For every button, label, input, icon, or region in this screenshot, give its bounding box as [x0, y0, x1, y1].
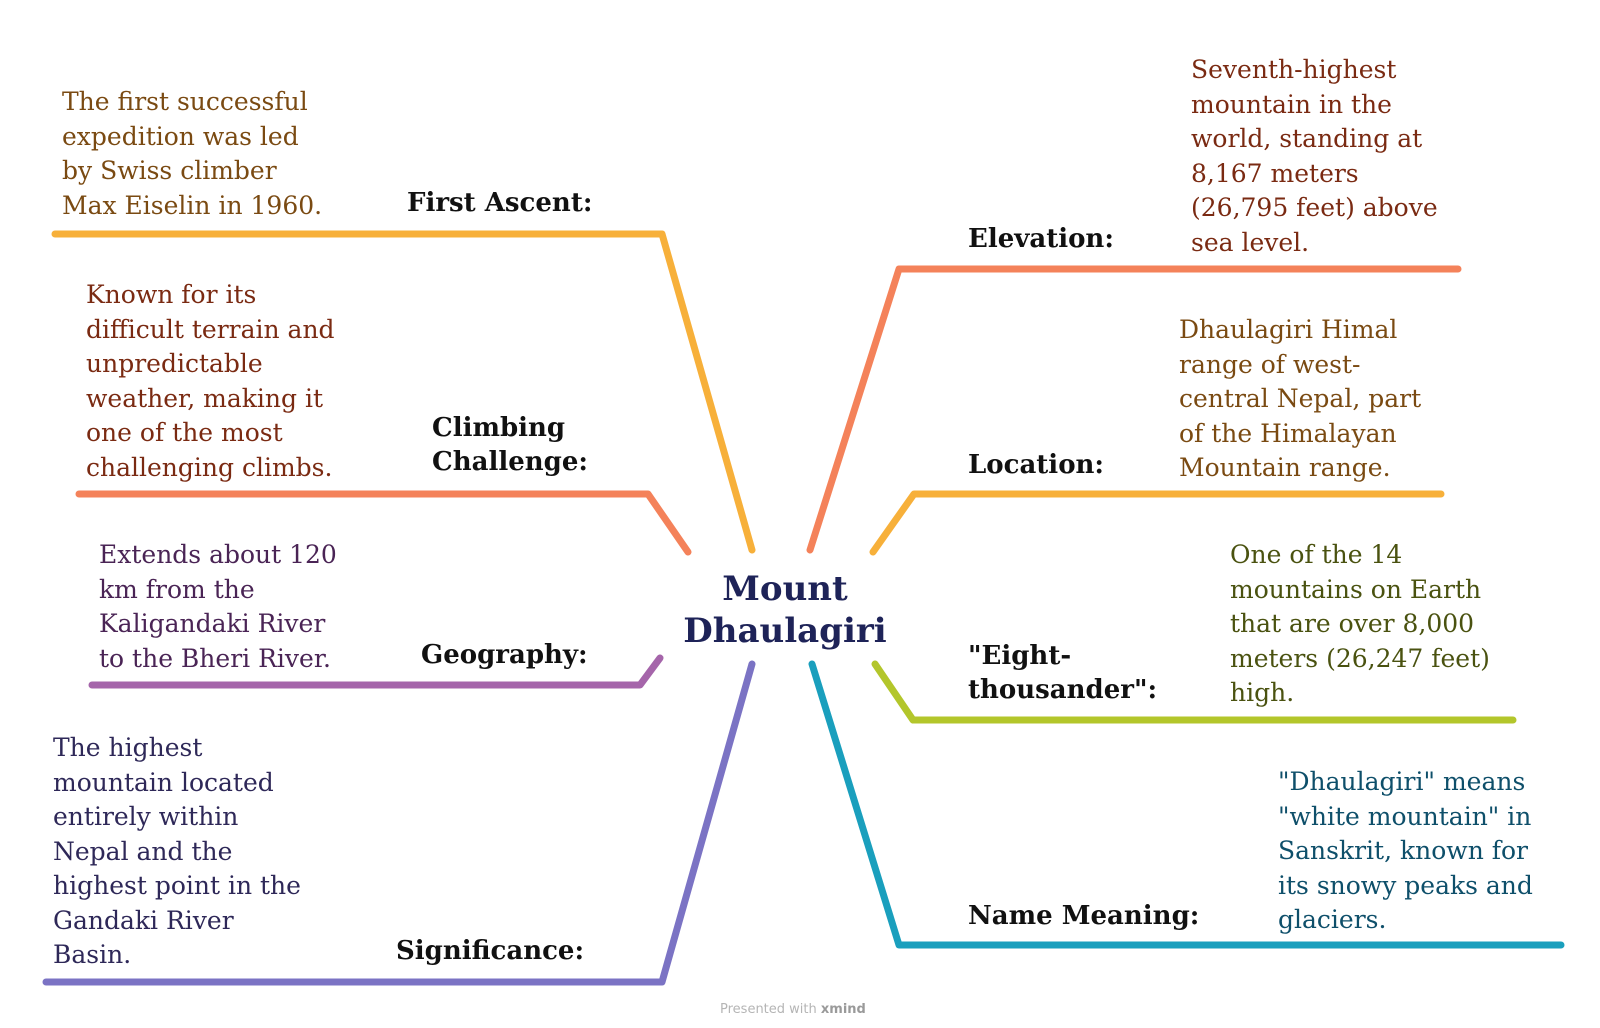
subtopic-line: km from the — [99, 574, 255, 604]
central-topic[interactable]: Mount Dhaulagiri — [680, 568, 890, 652]
subtopic-line: range of west- — [1179, 349, 1361, 379]
subtopic-elevation[interactable]: Seventh-highest mountain in the world, s… — [1191, 53, 1438, 260]
subtopic-line: sea level. — [1191, 227, 1310, 257]
subtopic-line: mountain in the — [1191, 89, 1392, 119]
topic-label: Geography: — [421, 640, 588, 670]
topic-label: Location: — [968, 450, 1105, 480]
subtopic-line: One of the 14 — [1230, 540, 1403, 569]
subtopic-line: mountain located — [53, 767, 274, 797]
subtopic-line: by Swiss climber — [62, 156, 277, 185]
branch-line-location — [869, 490, 1445, 556]
topic-elevation[interactable]: Elevation: — [968, 222, 1114, 256]
subtopic-name-meaning[interactable]: "Dhaulagiri" means "white mountain" in S… — [1278, 765, 1533, 938]
branch-line-climbing-challenge — [75, 490, 692, 556]
subtopic-line: meters (26,247 feet) — [1230, 643, 1490, 673]
footer-brand: xmind — [820, 1002, 866, 1017]
subtopic-line: 8,167 meters — [1191, 158, 1359, 188]
subtopic-line: The first successful — [62, 87, 308, 116]
subtopic-line: difficult terrain and — [86, 314, 335, 344]
subtopic-line: weather, making it — [86, 383, 323, 413]
branch-line-name-meaning — [808, 660, 1565, 949]
subtopic-line: unpredictable — [86, 349, 263, 378]
topic-label: Challenge: — [432, 447, 588, 477]
subtopic-line: to the Bheri River. — [99, 643, 331, 673]
subtopic-line: one of the most — [86, 418, 283, 447]
subtopic-line: of the Himalayan — [1179, 418, 1397, 448]
subtopic-line: Seventh-highest — [1191, 55, 1397, 84]
topic-label: Name Meaning: — [968, 901, 1200, 931]
branch-line-first-ascent — [51, 230, 756, 554]
topic-first-ascent[interactable]: First Ascent: — [407, 186, 592, 220]
subtopic-line: challenging climbs. — [86, 452, 333, 482]
subtopic-line: Known for its — [86, 280, 257, 309]
footer-credit[interactable]: Presented with xmind — [720, 1002, 890, 1017]
subtopic-line: high. — [1230, 678, 1295, 707]
subtopic-line: (26,795 feet) above — [1191, 193, 1438, 222]
central-topic-line: Dhaulagiri — [683, 611, 887, 651]
subtopic-line: central Nepal, part — [1179, 384, 1422, 413]
subtopic-significance[interactable]: The highest mountain located entirely wi… — [53, 731, 301, 973]
topic-label: thousander": — [968, 675, 1158, 705]
subtopic-line: Dhaulagiri Himal — [1179, 315, 1398, 344]
subtopic-line: glaciers. — [1278, 905, 1387, 934]
subtopic-line: Gandaki River — [53, 905, 234, 935]
footer-prefix: Presented with — [720, 1002, 817, 1017]
topic-label: First Ascent: — [407, 188, 593, 218]
subtopic-location[interactable]: Dhaulagiri Himal range of west- central … — [1179, 313, 1421, 486]
topic-eight-thousander[interactable]: "Eight- thousander": — [968, 639, 1157, 707]
subtopic-line: mountains on Earth — [1230, 574, 1482, 604]
topic-label: Significance: — [396, 936, 585, 966]
subtopic-line: Kaligandaki River — [99, 609, 326, 638]
branch-line-significance — [42, 660, 756, 986]
subtopic-line: Extends about 120 — [99, 540, 337, 569]
subtopic-line: world, standing at — [1191, 124, 1423, 153]
subtopic-line: Max Eiselin in 1960. — [62, 190, 323, 220]
subtopic-climbing-challenge[interactable]: Known for its difficult terrain and unpr… — [86, 278, 335, 485]
topic-climbing-challenge[interactable]: Climbing Challenge: — [432, 411, 588, 479]
subtopic-line: The highest — [53, 733, 203, 762]
subtopic-line: "Dhaulagiri" means — [1278, 767, 1526, 796]
subtopic-line: Mountain range. — [1179, 453, 1391, 482]
subtopic-line: Sanskrit, known for — [1278, 836, 1528, 865]
subtopic-line: expedition was led — [62, 121, 299, 151]
topic-label: "Eight- — [968, 641, 1072, 671]
subtopic-line: highest point in the — [53, 871, 301, 900]
topic-name-meaning[interactable]: Name Meaning: — [968, 899, 1199, 933]
subtopic-first-ascent[interactable]: The first successful expedition was led … — [62, 85, 322, 223]
subtopic-line: "white mountain" in — [1278, 801, 1532, 831]
subtopic-line: Nepal and the — [53, 836, 233, 866]
topic-significance[interactable]: Significance: — [396, 934, 584, 968]
subtopic-geography[interactable]: Extends about 120 km from the Kaligandak… — [99, 538, 337, 676]
topic-geography[interactable]: Geography: — [421, 638, 588, 672]
subtopic-line: that are over 8,000 — [1230, 609, 1475, 638]
subtopic-line: its snowy peaks and — [1278, 870, 1533, 900]
topic-location[interactable]: Location: — [968, 448, 1104, 482]
subtopic-line: entirely within — [53, 802, 239, 831]
subtopic-eight-thousander[interactable]: One of the 14 mountains on Earth that ar… — [1230, 538, 1490, 711]
subtopic-line: Basin. — [53, 940, 132, 969]
topic-label: Elevation: — [968, 224, 1114, 254]
branch-line-eight-thousander — [871, 660, 1517, 724]
branch-line-geography — [88, 654, 664, 689]
branch-line-elevation — [806, 265, 1462, 554]
topic-label: Climbing — [432, 413, 566, 443]
central-topic-line: Mount — [722, 569, 848, 609]
